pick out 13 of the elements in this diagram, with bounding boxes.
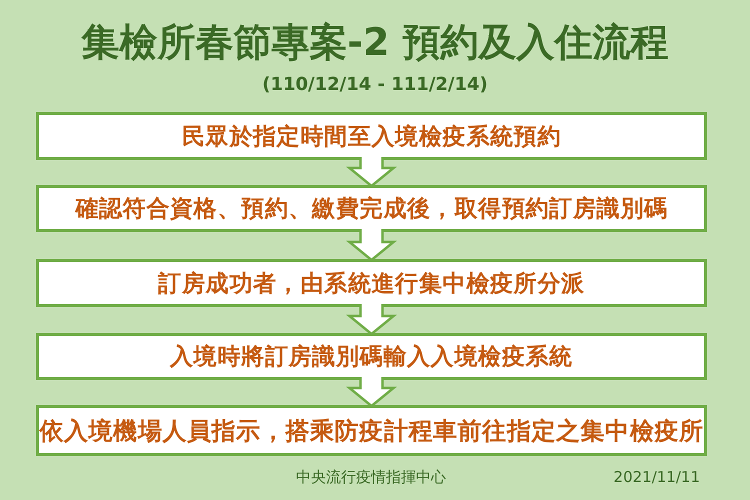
footer-credit: 中央流行疫情指揮中心 (296, 468, 446, 486)
subtitle: (110/12/14 - 111/2/14) (262, 74, 488, 96)
process-box: 依入境機場人員指示，搭乘防疫計程車前往指定之集中檢疫所 (36, 405, 707, 456)
process-box: 訂房成功者，由系統進行集中檢疫所分派 (36, 259, 707, 307)
arrow (346, 228, 397, 262)
arrow (346, 376, 397, 408)
process-box: 入境時將訂房識別碼輸入入境檢疫系統 (36, 333, 707, 380)
arrow (346, 156, 397, 188)
process-box: 確認符合資格、預約、繳費完成後，取得預約訂房識別碼 (36, 185, 707, 232)
date: 2021/11/11 (614, 468, 700, 486)
arrow (346, 302, 397, 336)
process-box: 民眾於指定時間至入境檢疫系統預約 (36, 112, 707, 160)
title: 集檢所春節專案-2 預約及入住流程 (81, 20, 669, 66)
